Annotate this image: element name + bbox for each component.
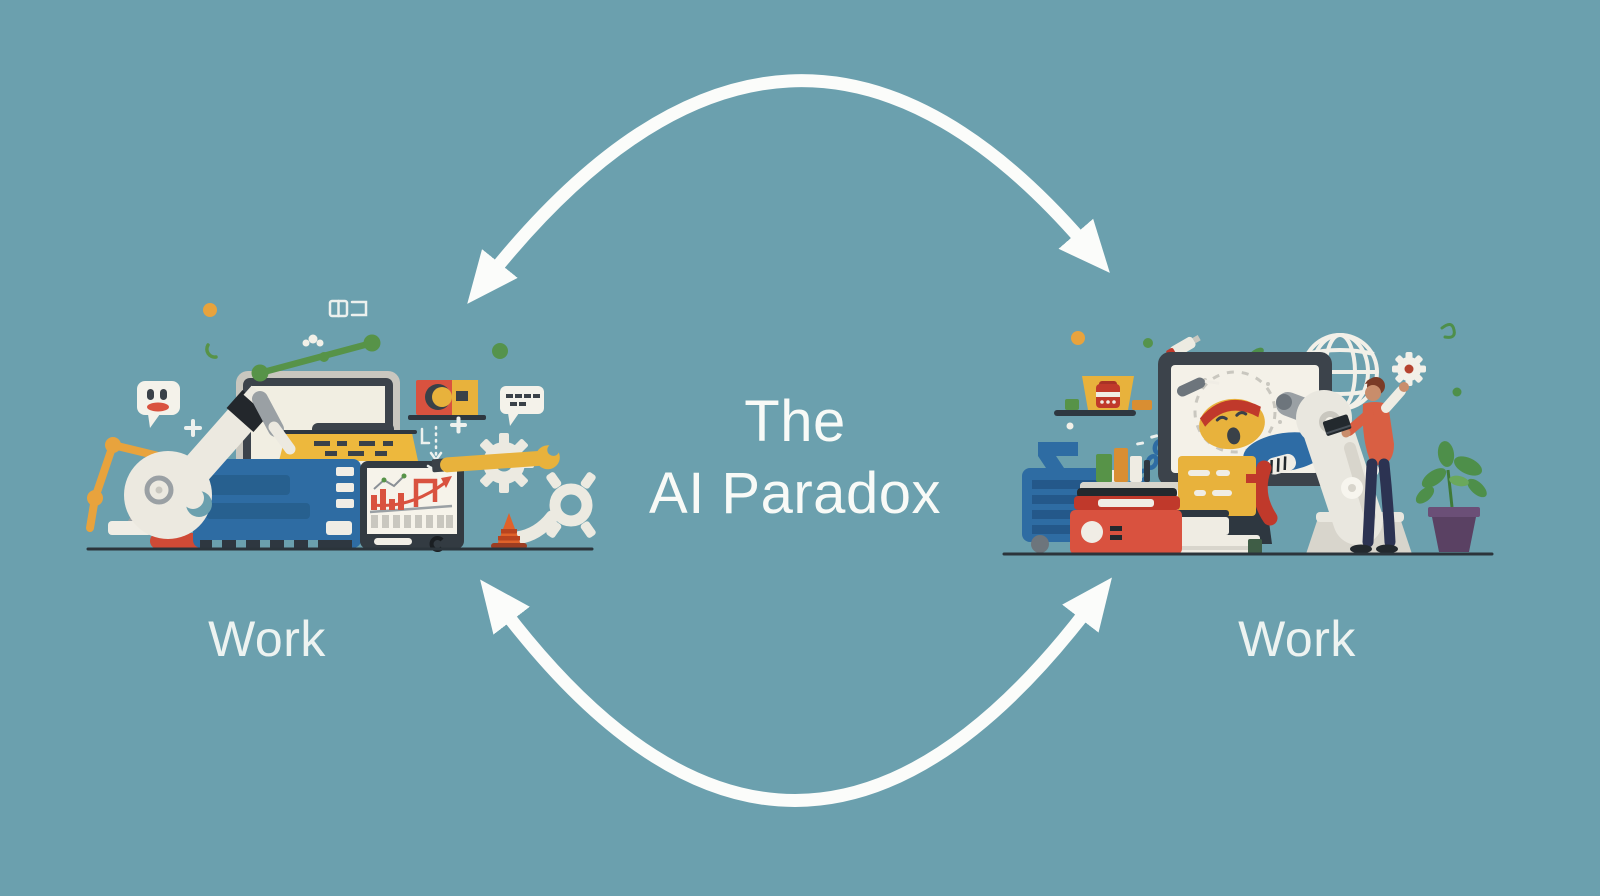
industrial-printer-icon <box>193 459 361 549</box>
dangling-leg <box>1252 460 1278 526</box>
left-scene-illustration <box>86 299 596 552</box>
face <box>1365 385 1381 401</box>
chat-bubble-text-icon <box>500 386 544 426</box>
page-title: The AI Paradox <box>595 386 995 530</box>
yellow-crate <box>1178 456 1256 516</box>
plus-sparkle-icon <box>184 419 202 437</box>
gray-bar-chart <box>371 515 453 528</box>
green-dot <box>492 343 508 359</box>
title-line-1: The <box>744 389 846 454</box>
plus-icon <box>450 416 467 434</box>
analytics-monitor-icon <box>360 461 464 552</box>
gear-wrench-icon <box>431 433 560 493</box>
worker-person <box>1322 377 1409 554</box>
tired-mascot <box>1199 398 1265 450</box>
potted-plant-icon <box>1415 441 1487 552</box>
left-work-label: Work <box>208 611 326 667</box>
white-speck <box>1066 422 1074 430</box>
cycle-top-arrow <box>467 74 1110 304</box>
yellow-dot <box>203 303 217 317</box>
window-icon <box>328 299 368 318</box>
balance-lever-icon <box>251 334 381 382</box>
folder-shelf-icon <box>408 380 486 420</box>
tablet <box>1322 414 1352 436</box>
right-scene-illustration <box>1002 323 1494 556</box>
cycle-bottom-arrow <box>480 577 1112 807</box>
green-drop <box>1452 387 1462 397</box>
red-toolbox-icon <box>1070 488 1182 554</box>
shelf-basket-icon <box>1054 376 1152 416</box>
yellow-dot <box>1071 331 1085 345</box>
sprocket-icon <box>510 472 596 545</box>
growth-arrow <box>373 480 447 508</box>
sneaker <box>1266 453 1296 475</box>
title-line-2: AI Paradox <box>649 460 941 526</box>
paint-roller-icon <box>1177 377 1220 397</box>
mascot-monitor-icon <box>1158 352 1332 544</box>
green-crescent <box>205 343 218 359</box>
chat-bubble-face-icon <box>137 381 180 428</box>
right-work-label: Work <box>1238 611 1356 667</box>
raised-gear-icon <box>1392 352 1426 386</box>
robot-arm-icon <box>124 385 296 539</box>
green-dot <box>1143 338 1153 348</box>
green-squiggle <box>1440 323 1456 339</box>
paper-tray-icon <box>279 430 418 461</box>
